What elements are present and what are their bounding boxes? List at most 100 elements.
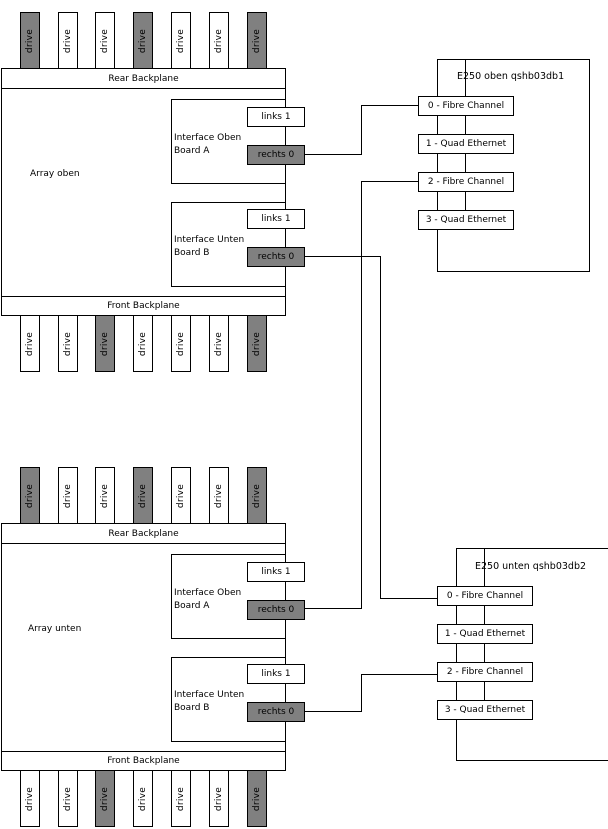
drive-label: drive [138,331,148,356]
drive-label: drive [100,331,110,356]
drive-label: drive [214,28,224,53]
slot-label: 0 - Fibre Channel [427,101,505,111]
slot-label: 1 - Quad Ethernet [425,139,507,149]
drive-label: drive [214,786,224,811]
port-rechts-0[interactable]: rechts 0 [247,702,305,722]
port-rechts-0[interactable]: rechts 0 [247,600,305,620]
port-rechts-0[interactable]: rechts 0 [247,145,305,165]
rear-drive[interactable]: drive [171,467,191,524]
port-links-1[interactable]: links 1 [247,209,305,229]
array-label: Array unten [28,624,82,634]
front-backplane-label: Front Backplane [107,301,180,311]
slot-label: 2 - Fibre Channel [446,667,524,677]
front-drive[interactable]: drive [58,770,78,827]
rear-drive[interactable]: drive [133,467,153,524]
front-drive[interactable]: drive [58,315,78,372]
drive-label: drive [252,331,262,356]
drive-label: drive [63,786,73,811]
board-b-label-line2: Board B [174,703,210,713]
front-backplane: Front Backplane [1,751,286,771]
server-slot-3[interactable]: 3 - Quad Ethernet [418,210,514,230]
wire-oben-b-to-db2-port0 [304,256,437,599]
slot-label: 3 - Quad Ethernet [425,215,507,225]
rear-drive[interactable]: drive [247,12,267,69]
front-drive[interactable]: drive [247,315,267,372]
front-drive[interactable]: drive [171,315,191,372]
drive-label: drive [176,28,186,53]
wire-oben-a-to-db1-port0 [304,105,418,155]
server-slot-2[interactable]: 2 - Fibre Channel [418,172,514,192]
interface-board-a [171,554,286,639]
drive-label: drive [63,483,73,508]
port-label: links 1 [261,669,291,679]
drive-label: drive [252,786,262,811]
port-label: links 1 [261,567,291,577]
board-b-label-line2: Board B [174,248,210,258]
drive-label: drive [25,786,35,811]
rear-backplane-label: Rear Backplane [108,73,179,84]
rear-drive[interactable]: drive [20,12,40,69]
rear-drive[interactable]: drive [209,467,229,524]
rear-drive[interactable]: drive [95,12,115,69]
front-drive[interactable]: drive [133,770,153,827]
front-backplane: Front Backplane [1,296,286,316]
front-drive[interactable]: drive [209,770,229,827]
slot-label: 0 - Fibre Channel [446,591,524,601]
rear-drive[interactable]: drive [95,467,115,524]
front-drive[interactable]: drive [247,770,267,827]
server-slot-0[interactable]: 0 - Fibre Channel [437,586,533,606]
port-label: rechts 0 [257,252,295,262]
drive-label: drive [25,28,35,53]
rear-drive[interactable]: drive [209,12,229,69]
rear-drive[interactable]: drive [247,467,267,524]
board-b-label-line1: Interface Unten [174,690,245,700]
port-label: links 1 [261,214,291,224]
drive-label: drive [63,331,73,356]
server-slot-0[interactable]: 0 - Fibre Channel [418,96,514,116]
server-title: E250 unten qshb03db2 [475,561,587,572]
interface-board-a [171,99,286,184]
port-rechts-0[interactable]: rechts 0 [247,247,305,267]
array-label: Array oben [30,169,80,179]
port-label: rechts 0 [257,150,295,160]
interface-board-b [171,657,286,742]
front-drive[interactable]: drive [20,315,40,372]
drive-label: drive [138,28,148,53]
rear-drive[interactable]: drive [20,467,40,524]
board-a-label-line1: Interface Oben [174,133,242,143]
drive-label: drive [63,28,73,53]
board-a-label-line1: Interface Oben [174,588,242,598]
front-drive[interactable]: drive [20,770,40,827]
drive-label: drive [138,483,148,508]
front-backplane-label: Front Backplane [107,756,180,766]
drive-label: drive [100,28,110,53]
server-slot-3[interactable]: 3 - Quad Ethernet [437,700,533,720]
slot-label: 1 - Quad Ethernet [444,629,526,639]
port-label: links 1 [261,112,291,122]
drive-label: drive [214,331,224,356]
rear-drive[interactable]: drive [133,12,153,69]
port-links-1[interactable]: links 1 [247,107,305,127]
wire-unten-a-to-db1-port2 [304,181,418,609]
front-drive[interactable]: drive [133,315,153,372]
drive-label: drive [25,331,35,356]
server-slot-1[interactable]: 1 - Quad Ethernet [418,134,514,154]
front-drive[interactable]: drive [171,770,191,827]
front-drive[interactable]: drive [95,770,115,827]
rear-drive[interactable]: drive [58,12,78,69]
port-links-1[interactable]: links 1 [247,664,305,684]
drive-label: drive [252,483,262,508]
rear-drive[interactable]: drive [58,467,78,524]
rear-backplane: Rear Backplane [1,523,286,544]
board-a-label-line2: Board A [174,146,210,156]
server-chassis [437,59,590,272]
drive-label: drive [138,786,148,811]
rear-drive[interactable]: drive [171,12,191,69]
front-drive[interactable]: drive [95,315,115,372]
drive-label: drive [252,28,262,53]
front-drive[interactable]: drive [209,315,229,372]
port-links-1[interactable]: links 1 [247,562,305,582]
server-slot-2[interactable]: 2 - Fibre Channel [437,662,533,682]
server-slot-1[interactable]: 1 - Quad Ethernet [437,624,533,644]
server-title: E250 oben qshb03db1 [457,71,565,82]
